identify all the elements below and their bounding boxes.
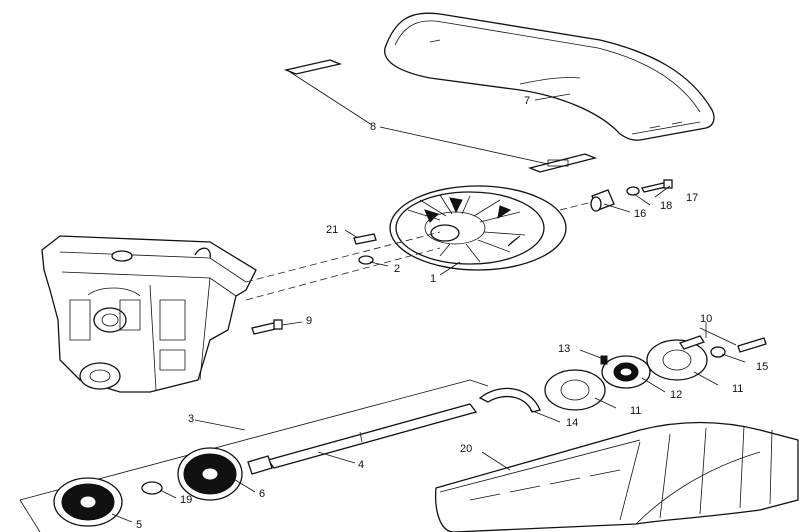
belt-guard xyxy=(384,12,715,141)
callout-4: 4 xyxy=(358,459,364,471)
track xyxy=(434,421,799,532)
key xyxy=(353,233,377,245)
callout-21: 21 xyxy=(326,224,338,236)
leader-lines xyxy=(111,71,746,523)
callout-5: 5 xyxy=(136,519,142,531)
washer-2 xyxy=(358,255,374,265)
callout-2: 2 xyxy=(394,263,400,275)
bearing xyxy=(601,355,651,389)
callout-14: 14 xyxy=(566,417,578,429)
spacer-bushing xyxy=(590,189,615,212)
callout-13: 13 xyxy=(558,343,570,355)
set-screw xyxy=(600,355,608,365)
callout-8: 8 xyxy=(370,121,376,133)
callout-10: 10 xyxy=(700,313,712,325)
callout-19: 19 xyxy=(180,494,192,506)
bolt xyxy=(641,179,673,193)
chaincase-housing xyxy=(41,235,257,393)
housing-bolt xyxy=(251,319,283,335)
callout-6: 6 xyxy=(259,488,265,500)
drive-axle xyxy=(19,379,489,532)
washer xyxy=(626,186,640,196)
guard-clip xyxy=(283,59,598,173)
drive-sprocket xyxy=(177,447,243,501)
callout-17: 17 xyxy=(686,192,698,204)
callout-18: 18 xyxy=(660,200,672,212)
retaining-ring xyxy=(478,387,541,413)
bearing-flange-inner xyxy=(544,369,606,411)
callout-1: 1 xyxy=(430,273,436,285)
callout-12: 12 xyxy=(670,389,682,401)
callout-16: 16 xyxy=(634,208,646,220)
drive-sprocket-2 xyxy=(53,477,123,527)
callout-11-inner: 11 xyxy=(630,405,641,417)
bearing-flange-outer xyxy=(646,335,708,381)
spacer-washer xyxy=(141,481,163,495)
callout-20: 20 xyxy=(460,443,472,455)
callout-3: 3 xyxy=(188,413,194,425)
callout-15: 15 xyxy=(756,361,768,373)
callout-9: 9 xyxy=(306,315,312,327)
callout-11-outer: 11 xyxy=(732,383,743,395)
callout-7: 7 xyxy=(524,95,530,107)
callout-labels: 7 8 17 18 16 21 2 1 9 10 13 15 11 12 11 … xyxy=(136,95,768,531)
flange-washer xyxy=(710,346,726,358)
driven-pulley xyxy=(389,185,567,271)
flange-bolt xyxy=(737,337,767,353)
